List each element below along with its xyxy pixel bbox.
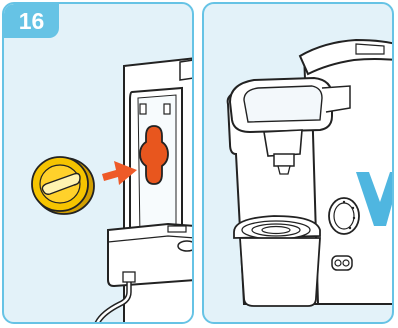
step-panel-insert: 16 — [2, 2, 194, 324]
power-button-icon — [332, 256, 352, 270]
step-panel-result — [202, 2, 394, 324]
drip-tray — [108, 224, 194, 286]
service-disc-icon — [32, 157, 94, 214]
insert-illustration — [4, 4, 194, 324]
drip-tray — [240, 238, 320, 306]
step-number-badge: 16 — [4, 4, 59, 38]
result-illustration — [204, 4, 394, 324]
dial-knob-icon — [329, 198, 359, 234]
